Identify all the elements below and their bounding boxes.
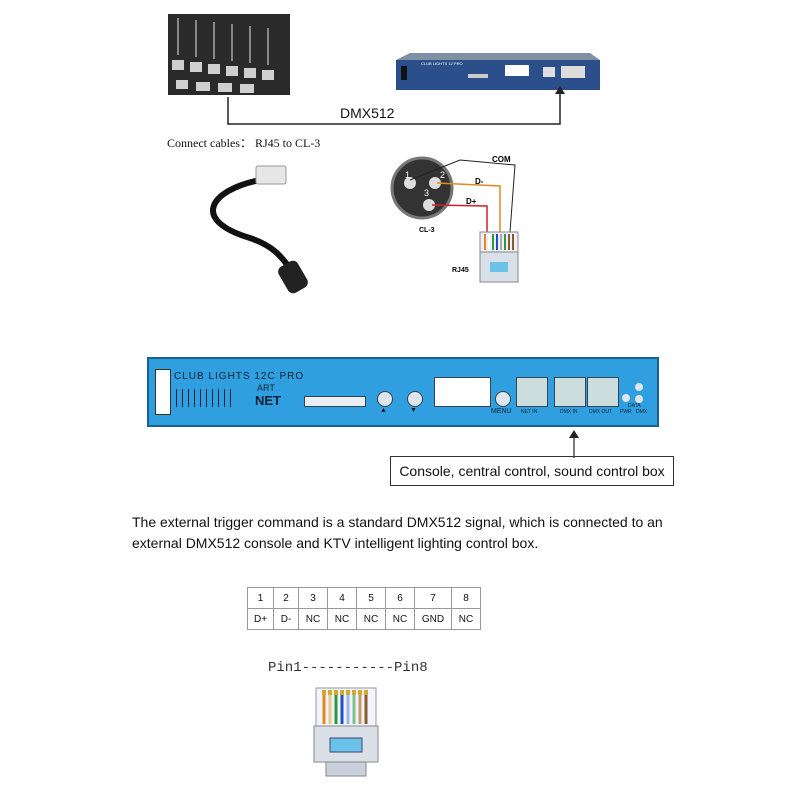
- pin-signal-row: D+ D- NC NC NC NC GND NC: [247, 608, 481, 630]
- net-label: NET: [255, 393, 281, 408]
- pin-number-cell: 5: [356, 587, 386, 609]
- rj45-label: RJ45: [452, 267, 469, 274]
- pin-signal-cell: NC: [327, 608, 357, 630]
- pin-signal-cell: GND: [414, 608, 452, 630]
- rj45-plug-small-image: [479, 231, 519, 283]
- com-label: COM: [492, 155, 511, 164]
- description-line-2: external DMX512 console and KTV intellig…: [132, 535, 539, 551]
- pin-signal-cell: D+: [247, 608, 274, 630]
- controller-device-image: [396, 53, 600, 90]
- dmx-in-label: DMX IN: [560, 409, 578, 415]
- adapter-cable-image: [210, 165, 308, 294]
- com-wire: [409, 159, 516, 233]
- xlr-pin-3-label: 3: [424, 188, 429, 198]
- dmx-out-label: DMX OUT: [589, 409, 613, 415]
- xlr-pin-1-label: 1: [405, 170, 410, 180]
- down-arrow-label: ▼: [410, 407, 417, 414]
- lighting-console-image: [168, 14, 290, 95]
- dmx-in-port: [554, 377, 586, 407]
- pin-signal-cell: NC: [385, 608, 415, 630]
- power-switch[interactable]: [155, 369, 171, 415]
- rj45-plug-large-image: [313, 687, 379, 777]
- d-minus-label: D-: [475, 177, 484, 186]
- dmx-led-label: DMX: [636, 409, 648, 415]
- net-in-port: [516, 377, 548, 407]
- controller-front-panel: CLUB LIGHTS 12C PRO ART NET ▲ ▼ MENU NET…: [147, 357, 659, 427]
- display-screen: [434, 377, 491, 407]
- dmx-cable-line: [227, 92, 561, 125]
- data-led: [635, 383, 643, 391]
- dmx512-label: DMX512: [340, 105, 395, 121]
- pin-number-cell: 3: [298, 587, 328, 609]
- device-front-title: CLUB LIGHTS 12 PRO: [421, 61, 463, 66]
- net-in-label: NET IN: [521, 409, 538, 415]
- pin-number-cell: 8: [451, 587, 481, 609]
- cl3-label: CL-3: [419, 227, 435, 234]
- pin-number-cell: 6: [385, 587, 415, 609]
- data-label: DATA: [628, 403, 641, 409]
- description-paragraph: The external trigger command is a standa…: [132, 512, 692, 554]
- top-diagram: [168, 14, 600, 125]
- pin-signal-cell: NC: [298, 608, 328, 630]
- description-line-1: The external trigger command is a standa…: [132, 514, 663, 530]
- pin-range-label: Pin1-----------Pin8: [268, 660, 428, 676]
- pin-signal-cell: NC: [356, 608, 386, 630]
- pwr-led: [622, 394, 630, 402]
- xlr-connector-diagram: [390, 156, 454, 220]
- d-minus-wire: [436, 182, 501, 232]
- pin-number-cell: 7: [414, 587, 452, 609]
- dmx-led: [635, 395, 643, 403]
- console-connection-arrow: [569, 430, 579, 458]
- arrow-up-icon: [569, 430, 579, 438]
- down-button[interactable]: [407, 391, 423, 407]
- pwr-label: PWR: [620, 409, 632, 415]
- sd-card-slot: [304, 396, 366, 407]
- panel-title: CLUB LIGHTS 12C PRO: [174, 371, 305, 382]
- connect-cables-text: Connect cables： RJ45 to CL-3: [167, 136, 321, 150]
- pin-signal-cell: D-: [273, 608, 299, 630]
- art-label: ART: [257, 383, 275, 393]
- pin-table: 1 2 3 4 5 6 7 8 D+ D- NC NC NC NC GND NC: [247, 587, 481, 630]
- up-button[interactable]: [377, 391, 393, 407]
- up-arrow-label: ▲: [380, 407, 387, 414]
- menu-button[interactable]: [495, 391, 511, 407]
- pin-number-cell: 2: [273, 587, 299, 609]
- menu-label: MENU: [491, 408, 512, 415]
- console-description-box: Console, central control, sound control …: [390, 456, 674, 486]
- dmx-out-port: [587, 377, 619, 407]
- wiring-diagram: 1 2 3 COM D- D+ CL-3 RJ45: [210, 155, 519, 294]
- pin-number-row: 1 2 3 4 5 6 7 8: [247, 587, 481, 609]
- d-plus-label: D+: [466, 197, 477, 206]
- xlr-pin-2-label: 2: [440, 170, 445, 180]
- pin-signal-cell: NC: [451, 608, 481, 630]
- pin-number-cell: 1: [247, 587, 274, 609]
- pin-number-cell: 4: [327, 587, 357, 609]
- d-plus-wire: [431, 204, 488, 232]
- equalizer-icon: [176, 389, 236, 407]
- arrow-up-icon: [555, 86, 565, 94]
